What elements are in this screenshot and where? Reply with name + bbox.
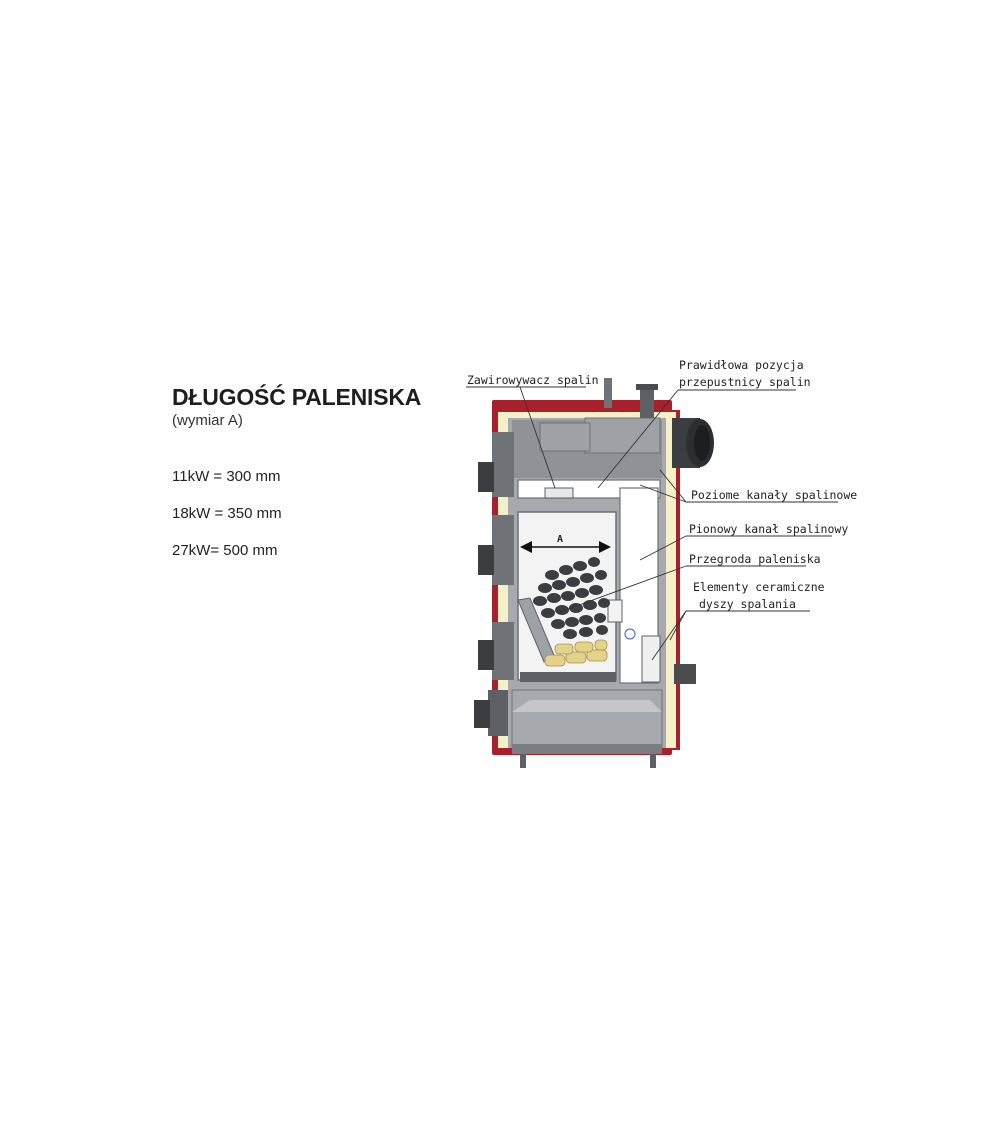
leader-lines — [466, 386, 838, 661]
spec-27kw: 27kW= 500 mm — [172, 542, 278, 559]
wood-pile — [544, 639, 608, 667]
ash-box — [511, 689, 663, 768]
boiler-cross-section-diagram: A Zawirowywacz spalin Prawidłowa pozycja… — [466, 358, 857, 768]
return-pipe — [674, 664, 696, 684]
dimension-a — [520, 541, 611, 553]
label-ceramic-line2: dyszy spalania — [699, 597, 796, 611]
door-handles — [474, 432, 514, 736]
page-title: DŁUGOŚĆ PALENISKA — [172, 384, 422, 410]
label-vertical-channel: Pionowy kanał spalinowy — [689, 522, 848, 536]
label-ceramic-line1: Elementy ceramiczne — [693, 580, 825, 594]
label-damper-line2: przepustnicy spalin — [679, 375, 811, 389]
grate — [520, 672, 616, 682]
label-horizontal-channels: Poziome kanały spalinowe — [691, 488, 857, 502]
spec-11kw: 11kW = 300 mm — [172, 468, 281, 485]
dimension-a-label: A — [557, 534, 563, 545]
label-firebox-partition: Przegroda paleniska — [689, 552, 821, 566]
coal-pile — [533, 557, 610, 639]
swirler-block — [544, 487, 574, 499]
label-damper-line1: Prawidłowa pozycja — [679, 358, 804, 372]
page-subtitle: (wymiar A) — [172, 412, 243, 429]
label-swirler: Zawirowywacz spalin — [467, 373, 599, 387]
flue-outlet — [672, 418, 714, 468]
spec-18kw: 18kW = 350 mm — [172, 505, 282, 522]
